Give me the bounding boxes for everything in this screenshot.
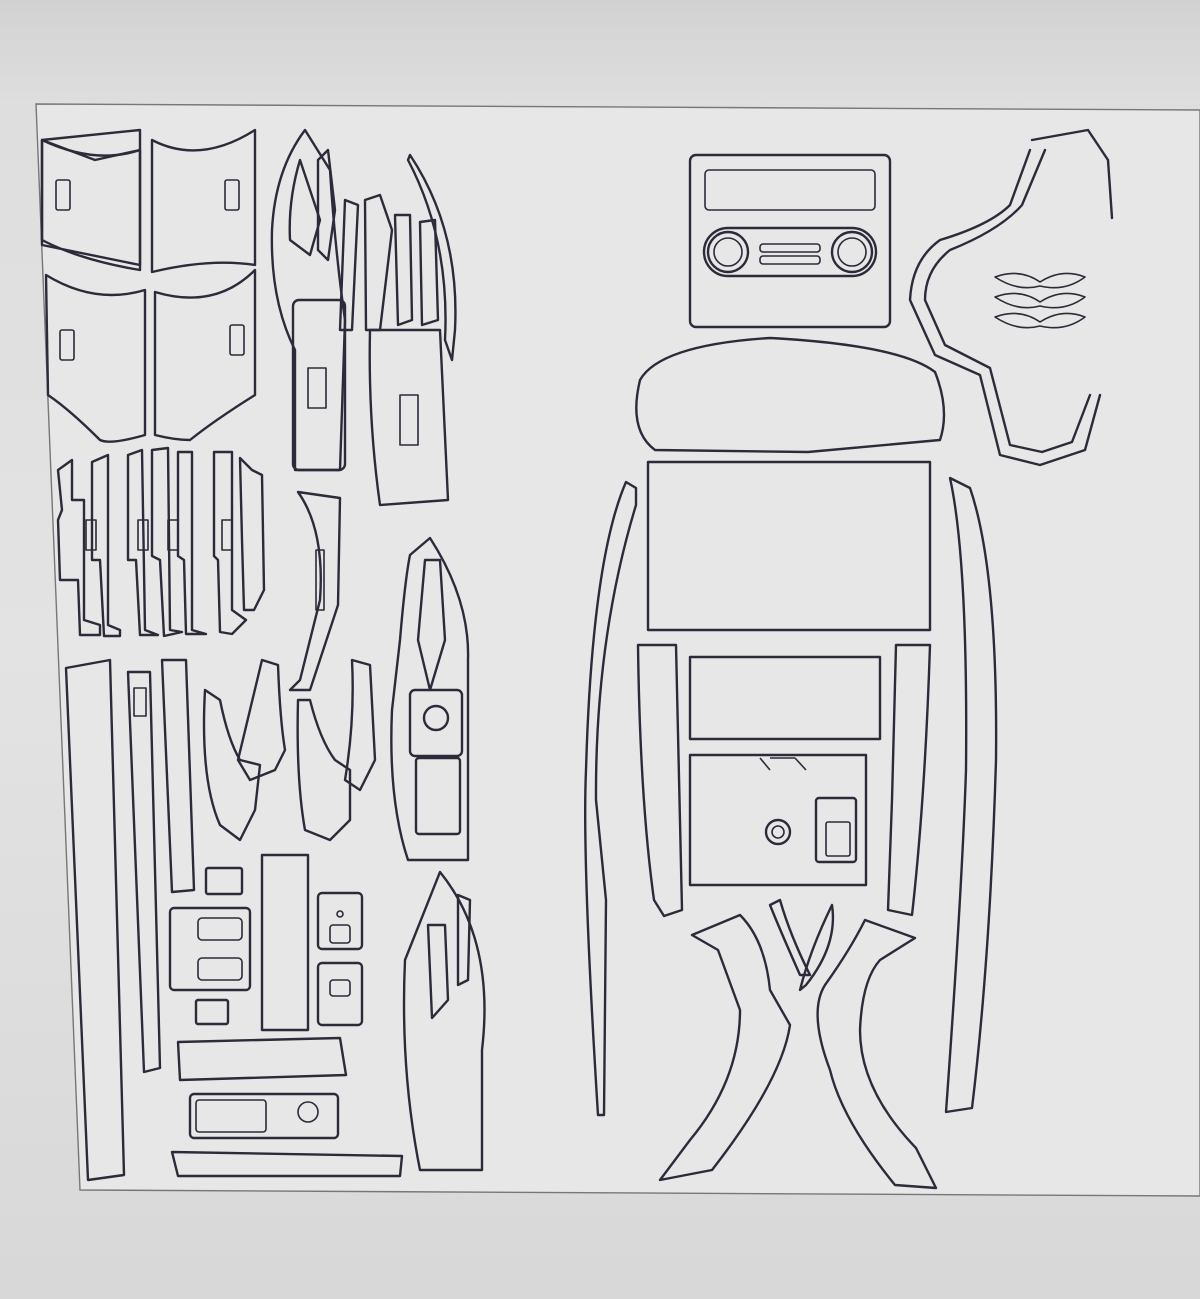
dash-panel	[635, 336, 946, 454]
footwell-pieces	[658, 898, 938, 1190]
window-switch-panels	[168, 853, 364, 1032]
switch-trim-pieces	[56, 446, 266, 638]
long-strip-pieces	[64, 658, 196, 1182]
bottom-console-strips	[170, 1036, 404, 1178]
center-stack-bezel	[688, 153, 892, 329]
door-panel-pieces	[40, 128, 257, 443]
steering-wheel-trim	[908, 128, 1114, 467]
sheet-border	[35, 103, 1200, 1197]
mid-strip-pieces	[288, 490, 342, 692]
console-screen-panel	[646, 460, 932, 632]
upper-trim-strips	[270, 128, 457, 507]
armrest-pieces	[202, 658, 377, 842]
console-side-strips	[584, 476, 998, 1117]
front-door-trim	[390, 536, 486, 1172]
gear-panel	[688, 655, 882, 887]
